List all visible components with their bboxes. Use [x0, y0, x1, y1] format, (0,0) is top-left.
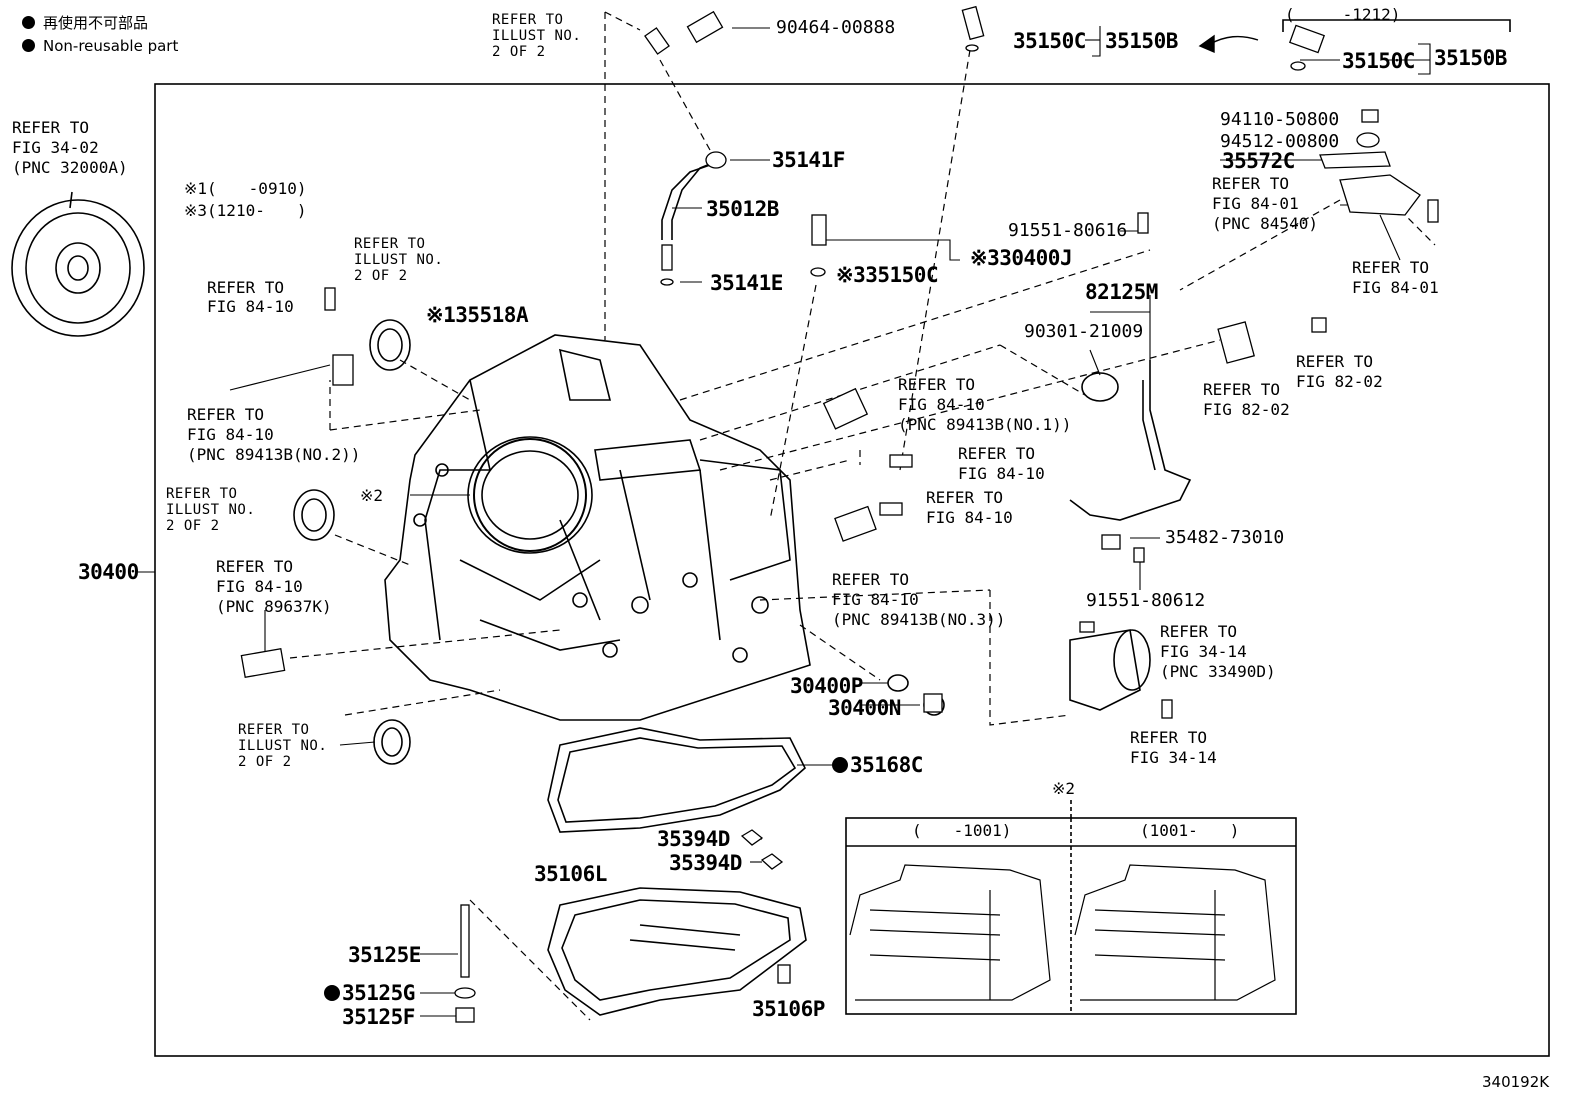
refer-fig-84-10-pnc3[interactable]: REFER TO FIG 84-10 (PNC 89413B(NO.3)): [832, 570, 1006, 629]
part-35150C-right[interactable]: 35150C: [1342, 49, 1415, 73]
refer-fig-84-01-a[interactable]: REFER TO FIG 84-01 (PNC 84540): [1212, 174, 1318, 233]
part-30400[interactable]: 30400: [78, 560, 139, 584]
refer-fig-84-10-pnc2[interactable]: REFER TO FIG 84-10 (PNC 89413B(NO.2)): [187, 405, 361, 464]
non-reusable-dot-icon: [22, 39, 35, 52]
inset-detail-drawing: [849, 864, 1276, 1001]
part-35394D-1[interactable]: 35394D: [657, 827, 730, 851]
part-90464-00888[interactable]: 90464-00888: [776, 17, 896, 38]
refer-fig-84-10-pnc1[interactable]: REFER TO FIG 84-10 (PNC 89413B(NO.1)): [898, 375, 1072, 434]
solenoid-drawing: [1069, 629, 1151, 711]
legend-ja: 再使用不可部品: [43, 14, 149, 32]
part-35150C-top[interactable]: 35150C: [1013, 29, 1086, 53]
refer-illust-b[interactable]: REFER TO ILLUST NO. 2 OF 2: [166, 486, 256, 535]
top-right-range: ( -1212): [1285, 5, 1401, 24]
part-35106P[interactable]: 35106P: [752, 997, 825, 1021]
non-reusable-dot-icon: [22, 16, 35, 29]
part-35125F[interactable]: 35125F: [342, 1005, 415, 1029]
oil-seal-bottom: [373, 719, 411, 765]
part-91551-80612[interactable]: 91551-80612: [1086, 590, 1206, 611]
legend: 再使用不可部品 Non-reusable part: [22, 12, 178, 55]
refer-fig-84-01-b[interactable]: REFER TO FIG 84-01: [1352, 258, 1439, 297]
part-35125G[interactable]: 35125G: [342, 981, 415, 1005]
pan-gasket-drawing: [547, 727, 806, 833]
legend-en: Non-reusable part: [43, 37, 179, 55]
part-30400P[interactable]: 30400P: [790, 674, 863, 698]
legend-row-en: Non-reusable part: [22, 37, 178, 55]
refer-top-illust[interactable]: REFER TO ILLUST NO. 2 OF 2: [492, 12, 582, 61]
part-94512-00800[interactable]: 94512-00800: [1220, 131, 1340, 152]
legend-row-ja: 再使用不可部品: [22, 12, 178, 33]
wire-harness-drawing: [1069, 360, 1192, 521]
part-35141E[interactable]: 35141E: [710, 271, 783, 295]
part-35482-73010[interactable]: 35482-73010: [1165, 527, 1285, 548]
part-35168C[interactable]: 35168C: [850, 753, 923, 777]
part-91551-80616[interactable]: 91551-80616: [1008, 220, 1128, 241]
refer-fig-84-10-89637[interactable]: REFER TO FIG 84-10 (PNC 89637K): [216, 557, 332, 616]
note-1: ※1( -0910): [184, 179, 307, 198]
refer-fig-84-10-b[interactable]: REFER TO FIG 84-10: [958, 444, 1045, 483]
part-35394D-2[interactable]: 35394D: [669, 851, 742, 875]
torque-converter-drawing: [11, 191, 145, 337]
refer-fig-84-10-c[interactable]: REFER TO FIG 84-10: [926, 488, 1013, 527]
part-35150B-right[interactable]: 35150B: [1434, 46, 1507, 70]
refer-illust-c[interactable]: REFER TO ILLUST NO. 2 OF 2: [238, 722, 328, 771]
refer-fig-84-10-a[interactable]: REFER TO FIG 84-10: [207, 278, 294, 317]
note-3: ※3(1210- ): [184, 201, 307, 220]
part-94110-50800[interactable]: 94110-50800: [1220, 109, 1340, 130]
part-30400N[interactable]: 30400N: [828, 696, 901, 720]
figure-code: 340192K: [1482, 1073, 1550, 1091]
part-35518A[interactable]: ※135518A: [426, 303, 529, 327]
transmission-case-drawing: [384, 334, 811, 721]
oil-seal-mid: [293, 489, 335, 541]
oil-pan-drawing: [547, 887, 807, 1016]
arrow-icon: [1198, 34, 1259, 54]
part-35150B-top[interactable]: 35150B: [1105, 29, 1178, 53]
part-35012B[interactable]: 35012B: [706, 197, 779, 221]
part-82125M[interactable]: 82125M: [1085, 280, 1158, 304]
refer-fig-82-02-a[interactable]: REFER TO FIG 82-02: [1296, 352, 1383, 391]
refer-fig-82-02-b[interactable]: REFER TO FIG 82-02: [1203, 380, 1290, 419]
inset-left-range: ( -1001): [912, 821, 1012, 840]
oil-seal-top: [369, 319, 411, 371]
refer-fig-34-14-pnc[interactable]: REFER TO FIG 34-14 (PNC 33490D): [1160, 622, 1276, 681]
note-star2-inset: ※2: [1052, 779, 1076, 798]
part-30400J[interactable]: ※330400J: [970, 246, 1073, 270]
refer-fig-34-14[interactable]: REFER TO FIG 34-14: [1130, 728, 1217, 767]
part-35106L[interactable]: 35106L: [534, 862, 607, 886]
inset-right-range: (1001- ): [1140, 821, 1240, 840]
refer-fig-34-02[interactable]: REFER TO FIG 34-02 (PNC 32000A): [12, 118, 128, 177]
part-35572C[interactable]: 35572C: [1222, 149, 1295, 173]
part-35141F[interactable]: 35141F: [772, 148, 845, 172]
note-star2: ※2: [360, 486, 384, 505]
part-90301-21009[interactable]: 90301-21009: [1024, 321, 1144, 342]
part-35150C-mid[interactable]: ※335150C: [836, 263, 939, 287]
refer-illust-a[interactable]: REFER TO ILLUST NO. 2 OF 2: [354, 236, 444, 285]
part-35125E[interactable]: 35125E: [348, 943, 421, 967]
diagram-frame: [154, 83, 1550, 1057]
